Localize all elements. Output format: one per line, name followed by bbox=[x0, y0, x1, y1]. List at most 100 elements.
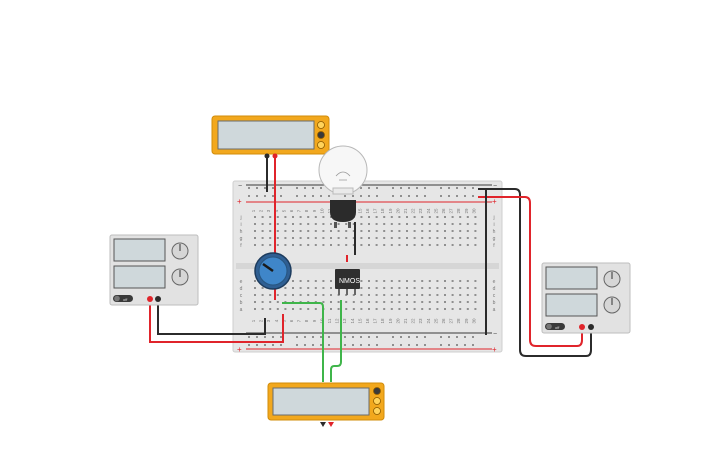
breadboard-hole[interactable] bbox=[398, 216, 401, 218]
breadboard-hole[interactable] bbox=[312, 344, 314, 346]
breadboard-hole[interactable] bbox=[330, 216, 332, 218]
breadboard-hole[interactable] bbox=[444, 230, 446, 232]
breadboard-hole[interactable] bbox=[261, 287, 264, 289]
breadboard-hole[interactable] bbox=[296, 336, 298, 338]
breadboard-hole[interactable] bbox=[459, 308, 462, 310]
breadboard-hole[interactable] bbox=[398, 301, 401, 303]
breadboard-hole[interactable] bbox=[330, 301, 332, 303]
breadboard-hole[interactable] bbox=[292, 287, 294, 289]
breadboard-hole[interactable] bbox=[406, 216, 408, 218]
breadboard-hole[interactable] bbox=[280, 187, 282, 189]
breadboard-hole[interactable] bbox=[451, 230, 454, 232]
breadboard-hole[interactable] bbox=[390, 280, 393, 282]
breadboard-hole[interactable] bbox=[466, 216, 469, 218]
breadboard-hole[interactable] bbox=[330, 308, 332, 310]
breadboard-hole[interactable] bbox=[400, 344, 402, 346]
breadboard-hole[interactable] bbox=[383, 294, 386, 296]
breadboard-hole[interactable] bbox=[337, 301, 340, 303]
meter-mode-button[interactable] bbox=[373, 407, 381, 415]
breadboard-hole[interactable] bbox=[383, 287, 386, 289]
breadboard-hole[interactable] bbox=[368, 187, 370, 189]
breadboard-hole[interactable] bbox=[456, 195, 458, 197]
breadboard-hole[interactable] bbox=[459, 216, 462, 218]
breadboard-hole[interactable] bbox=[352, 344, 354, 346]
breadboard-hole[interactable] bbox=[436, 308, 439, 310]
power-supply-left[interactable]: off bbox=[109, 234, 199, 306]
breadboard-hole[interactable] bbox=[392, 187, 394, 189]
breadboard-hole[interactable] bbox=[299, 280, 302, 282]
breadboard-hole[interactable] bbox=[314, 230, 317, 232]
breadboard-hole[interactable] bbox=[322, 294, 325, 296]
breadboard-hole[interactable] bbox=[256, 195, 258, 197]
breadboard-hole[interactable] bbox=[360, 230, 363, 232]
breadboard-hole[interactable] bbox=[383, 223, 386, 225]
breadboard-hole[interactable] bbox=[440, 187, 442, 189]
breadboard-hole[interactable] bbox=[322, 237, 325, 239]
breadboard-hole[interactable] bbox=[312, 195, 314, 197]
breadboard-hole[interactable] bbox=[406, 287, 408, 289]
breadboard-hole[interactable] bbox=[451, 301, 454, 303]
breadboard-hole[interactable] bbox=[466, 308, 469, 310]
breadboard-hole[interactable] bbox=[307, 223, 310, 225]
breadboard-hole[interactable] bbox=[392, 344, 394, 346]
breadboard-hole[interactable] bbox=[459, 287, 462, 289]
breadboard-hole[interactable] bbox=[390, 301, 393, 303]
breadboard-hole[interactable] bbox=[360, 223, 363, 225]
breadboard-hole[interactable] bbox=[451, 223, 454, 225]
breadboard-hole[interactable] bbox=[314, 287, 317, 289]
breadboard-hole[interactable] bbox=[383, 244, 386, 246]
breadboard-hole[interactable] bbox=[421, 223, 424, 225]
breadboard-hole[interactable] bbox=[292, 223, 294, 225]
breadboard-hole[interactable] bbox=[474, 244, 477, 246]
breadboard-hole[interactable] bbox=[322, 280, 325, 282]
breadboard-hole[interactable] bbox=[466, 301, 469, 303]
breadboard-hole[interactable] bbox=[413, 301, 416, 303]
breadboard-hole[interactable] bbox=[337, 308, 340, 310]
breadboard-hole[interactable] bbox=[368, 237, 370, 239]
breadboard-hole[interactable] bbox=[466, 294, 469, 296]
breadboard-hole[interactable] bbox=[406, 280, 408, 282]
breadboard-hole[interactable] bbox=[424, 195, 426, 197]
breadboard-hole[interactable] bbox=[436, 294, 439, 296]
breadboard-hole[interactable] bbox=[368, 308, 370, 310]
breadboard-hole[interactable] bbox=[406, 244, 408, 246]
breadboard-hole[interactable] bbox=[428, 294, 431, 296]
breadboard-hole[interactable] bbox=[436, 230, 439, 232]
breadboard-hole[interactable] bbox=[421, 244, 424, 246]
breadboard-hole[interactable] bbox=[413, 294, 416, 296]
breadboard-hole[interactable] bbox=[413, 237, 416, 239]
breadboard-hole[interactable] bbox=[368, 216, 370, 218]
breadboard-hole[interactable] bbox=[307, 230, 310, 232]
breadboard-hole[interactable] bbox=[466, 244, 469, 246]
breadboard-hole[interactable] bbox=[406, 237, 408, 239]
breadboard-hole[interactable] bbox=[312, 336, 314, 338]
breadboard-hole[interactable] bbox=[436, 244, 439, 246]
breadboard-hole[interactable] bbox=[392, 195, 394, 197]
breadboard-hole[interactable] bbox=[254, 308, 256, 310]
breadboard-hole[interactable] bbox=[368, 336, 370, 338]
breadboard-hole[interactable] bbox=[352, 237, 355, 239]
breadboard-hole[interactable] bbox=[264, 336, 266, 338]
breadboard-hole[interactable] bbox=[269, 301, 272, 303]
breadboard-hole[interactable] bbox=[360, 244, 363, 246]
breadboard-hole[interactable] bbox=[254, 280, 256, 282]
breadboard-hole[interactable] bbox=[390, 216, 393, 218]
breadboard-hole[interactable] bbox=[474, 308, 477, 310]
breadboard-hole[interactable] bbox=[360, 336, 362, 338]
breadboard-hole[interactable] bbox=[428, 280, 431, 282]
breadboard-hole[interactable] bbox=[375, 294, 378, 296]
breadboard-hole[interactable] bbox=[436, 237, 439, 239]
breadboard-hole[interactable] bbox=[272, 344, 274, 346]
breadboard-hole[interactable] bbox=[360, 187, 362, 189]
breadboard-hole[interactable] bbox=[314, 280, 317, 282]
breadboard-hole[interactable] bbox=[352, 195, 354, 197]
breadboard-hole[interactable] bbox=[398, 294, 401, 296]
breadboard-hole[interactable] bbox=[406, 294, 408, 296]
breadboard-hole[interactable] bbox=[436, 216, 439, 218]
breadboard-hole[interactable] bbox=[352, 294, 355, 296]
breadboard-hole[interactable] bbox=[345, 308, 348, 310]
breadboard-hole[interactable] bbox=[406, 223, 408, 225]
breadboard-hole[interactable] bbox=[413, 223, 416, 225]
breadboard-hole[interactable] bbox=[299, 230, 302, 232]
breadboard-hole[interactable] bbox=[264, 187, 266, 189]
